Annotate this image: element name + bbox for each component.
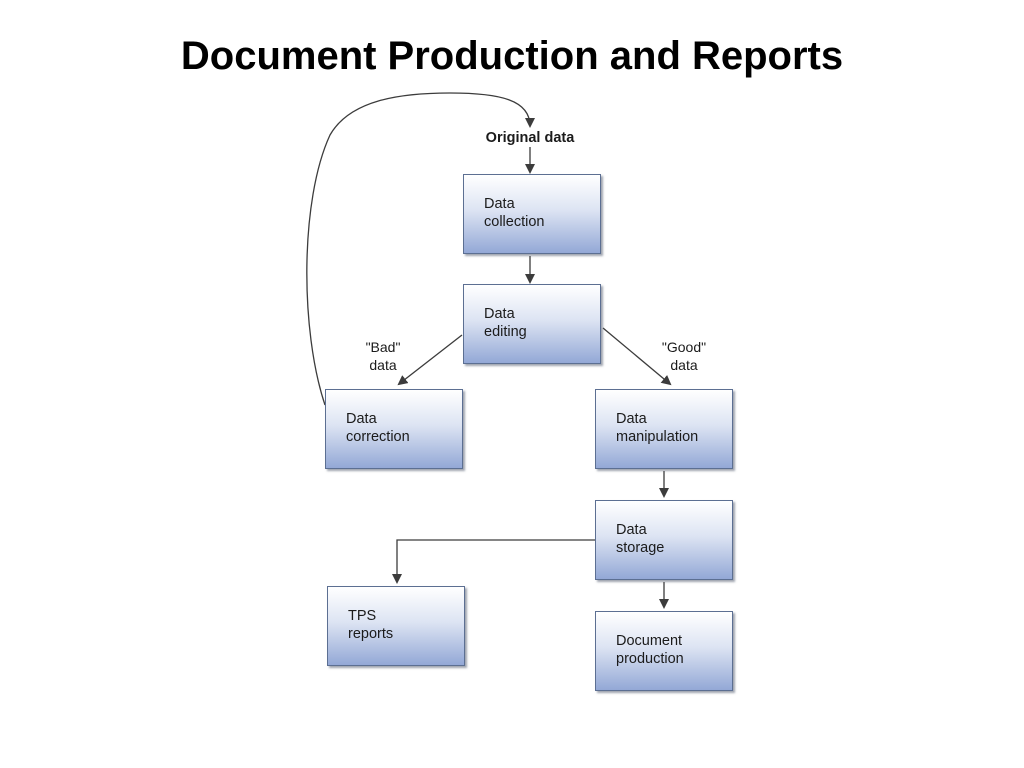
node-data-storage-label: Data storage: [616, 522, 665, 556]
feedback-loop-arrow: [306, 92, 535, 406]
node-data-collection: Data collection: [463, 174, 601, 254]
arrow-editing-to-correction: [397, 334, 463, 386]
node-data-collection-label: Data collection: [484, 196, 545, 230]
original-data-label: Original data: [485, 130, 575, 146]
bad-data-label: "Bad" data: [365, 339, 401, 373]
node-data-correction-label: Data correction: [346, 411, 410, 445]
node-data-editing-label: Data editing: [484, 306, 527, 340]
node-document-production: Document production: [595, 611, 733, 691]
node-data-manipulation: Data manipulation: [595, 389, 733, 469]
good-data-label: "Good" data: [661, 339, 707, 373]
node-tps-reports: TPS reports: [327, 586, 465, 666]
node-tps-reports-label: TPS reports: [348, 608, 394, 642]
node-data-manipulation-label: Data manipulation: [616, 411, 699, 445]
node-data-correction: Data correction: [325, 389, 463, 469]
node-document-production-label: Document production: [616, 633, 684, 667]
arrow-storage-to-tps: [392, 539, 595, 584]
node-data-editing: Data editing: [463, 284, 601, 364]
arrow-editing-to-manipulation: [602, 327, 672, 386]
node-data-storage: Data storage: [595, 500, 733, 580]
slide-title: Document Production and Reports: [180, 34, 844, 78]
